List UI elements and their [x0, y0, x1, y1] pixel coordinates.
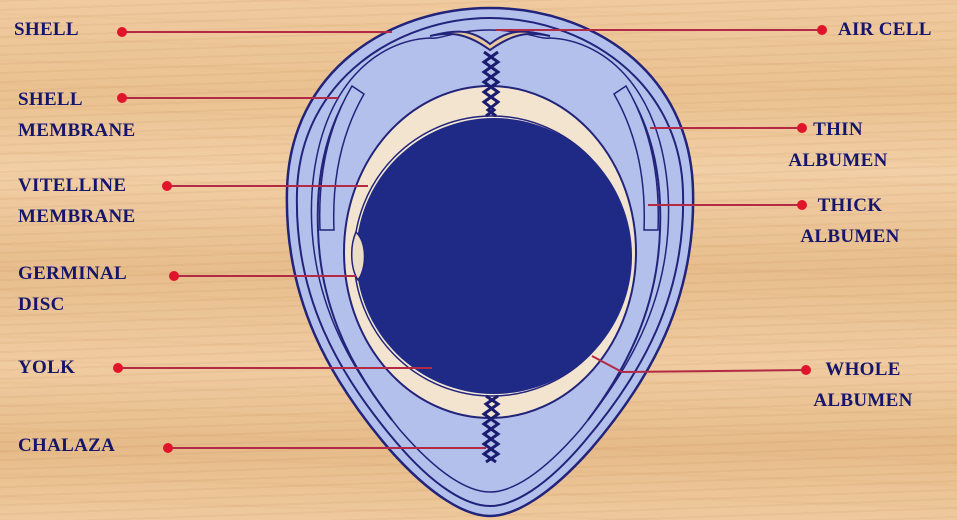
label-yolk: YOLK: [18, 352, 75, 383]
label-thin-albumen: THIN ALBUMEN: [758, 114, 918, 176]
label-vitelline-membrane-line1: VITELLINE: [18, 170, 135, 201]
label-shell-membrane-line1: SHELL: [18, 84, 135, 115]
label-whole-albumen-line2: ALBUMEN: [788, 385, 938, 416]
dot-germinal-disc: [169, 271, 179, 281]
label-shell-membrane: SHELL MEMBRANE: [18, 84, 135, 146]
dot-vitelline-membrane: [162, 181, 172, 191]
label-chalaza: CHALAZA: [18, 430, 115, 461]
label-air-cell-line1: AIR CELL: [838, 14, 932, 45]
label-shell-membrane-line2: MEMBRANE: [18, 115, 135, 146]
label-vitelline-membrane-line2: MEMBRANE: [18, 201, 135, 232]
label-whole-albumen-line1: WHOLE: [788, 354, 938, 385]
label-thin-albumen-line2: ALBUMEN: [758, 145, 918, 176]
dot-shell: [117, 27, 127, 37]
label-thick-albumen: THICK ALBUMEN: [770, 190, 930, 252]
label-whole-albumen: WHOLE ALBUMEN: [788, 354, 938, 416]
label-air-cell: AIR CELL: [838, 14, 932, 45]
label-thin-albumen-line1: THIN: [758, 114, 918, 145]
label-chalaza-line1: CHALAZA: [18, 430, 115, 461]
dot-chalaza: [163, 443, 173, 453]
label-germinal-disc: GERMINAL DISC: [18, 258, 127, 320]
label-germinal-disc-line1: GERMINAL: [18, 258, 127, 289]
dot-yolk: [113, 363, 123, 373]
label-germinal-disc-line2: DISC: [18, 289, 127, 320]
label-thick-albumen-line1: THICK: [770, 190, 930, 221]
label-vitelline-membrane: VITELLINE MEMBRANE: [18, 170, 135, 232]
dot-air-cell: [817, 25, 827, 35]
label-shell-line1: SHELL: [14, 14, 79, 45]
label-yolk-line1: YOLK: [18, 352, 75, 383]
label-shell: SHELL: [14, 14, 79, 45]
yolk: [356, 118, 632, 394]
label-thick-albumen-line2: ALBUMEN: [770, 221, 930, 252]
